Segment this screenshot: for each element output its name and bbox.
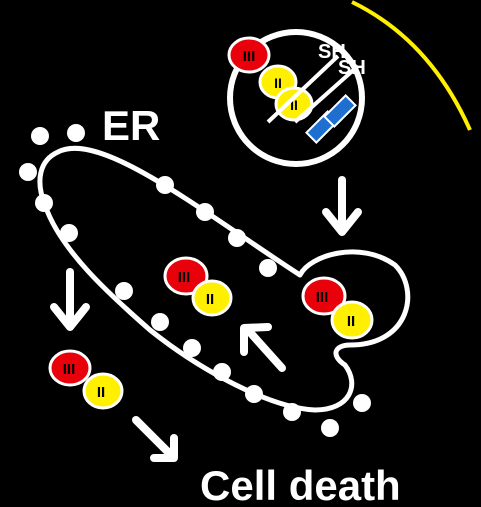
- sh-label-2: SH: [338, 57, 366, 79]
- svg-text:II: II: [347, 313, 355, 330]
- svg-text:III: III: [178, 269, 191, 286]
- cell-death-label: Cell death: [200, 462, 401, 507]
- svg-text:II: II: [274, 75, 282, 91]
- svg-text:III: III: [63, 361, 76, 378]
- svg-text:II: II: [206, 291, 214, 308]
- er-label: ER: [102, 102, 160, 149]
- svg-text:II: II: [97, 384, 105, 401]
- svg-text:III: III: [316, 289, 329, 306]
- svg-text:III: III: [243, 48, 256, 65]
